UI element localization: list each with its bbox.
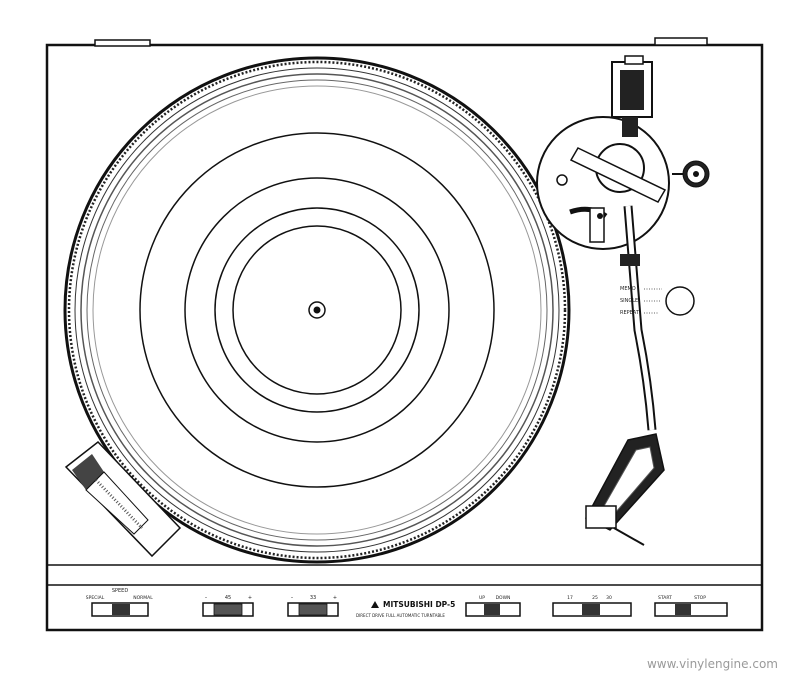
brand-name: MITSUBISHI DP-5 <box>383 600 455 609</box>
lift-down-label: DOWN <box>496 595 511 601</box>
brand-tagline: DIRECT DRIVE FULL AUTOMATIC TURNTABLE <box>356 613 445 618</box>
strobe-window <box>64 440 182 558</box>
size-25-label: 25 <box>592 595 598 601</box>
stop-label: STOP <box>694 595 706 601</box>
pitch-control-45[interactable]: 45 – + <box>202 595 254 617</box>
pitch-control-33[interactable]: 33 – + <box>287 595 339 617</box>
tonearm <box>620 205 657 431</box>
brand-block: MITSUBISHI DP-5 DIRECT DRIVE FULL AUTOMA… <box>356 600 455 618</box>
repeat-label-single: SINGLE <box>620 298 638 304</box>
speed-normal-label: NORMAL <box>133 595 153 601</box>
svg-text:–: – <box>205 595 208 601</box>
pitch-45-label: 45 <box>225 595 231 601</box>
start-label: START <box>658 595 672 601</box>
tonearm-base <box>536 116 670 250</box>
size-17-label: 17 <box>567 595 573 601</box>
speed-special-label: SPECIAL <box>86 595 105 601</box>
headshell <box>584 433 665 546</box>
svg-text:+: + <box>333 595 337 601</box>
start-stop-lever[interactable]: START STOP <box>654 595 728 617</box>
anti-skating-dial <box>672 160 710 188</box>
repeat-label-repeat: REPEAT <box>620 310 640 316</box>
counterweight <box>611 55 653 137</box>
platter-mat <box>139 132 495 488</box>
repeat-label-memo: MEMO <box>620 286 636 292</box>
lift-lever[interactable]: UP DOWN <box>465 595 521 617</box>
size-30-label: 30 <box>606 595 612 601</box>
repeat-selector[interactable]: MEMO SINGLE REPEAT <box>620 286 695 316</box>
pitch-33-label: 33 <box>310 595 316 601</box>
svg-text:–: – <box>291 595 294 601</box>
watermark: www.vinylengine.com <box>647 657 778 671</box>
size-selector[interactable]: 17 25 30 <box>552 595 632 617</box>
lift-up-label: UP <box>479 595 485 601</box>
speed-selector[interactable]: SPEED SPECIAL NORMAL <box>86 588 153 617</box>
speed-title: SPEED <box>112 588 129 594</box>
repeat-knob <box>665 286 695 316</box>
svg-text:+: + <box>248 595 252 601</box>
